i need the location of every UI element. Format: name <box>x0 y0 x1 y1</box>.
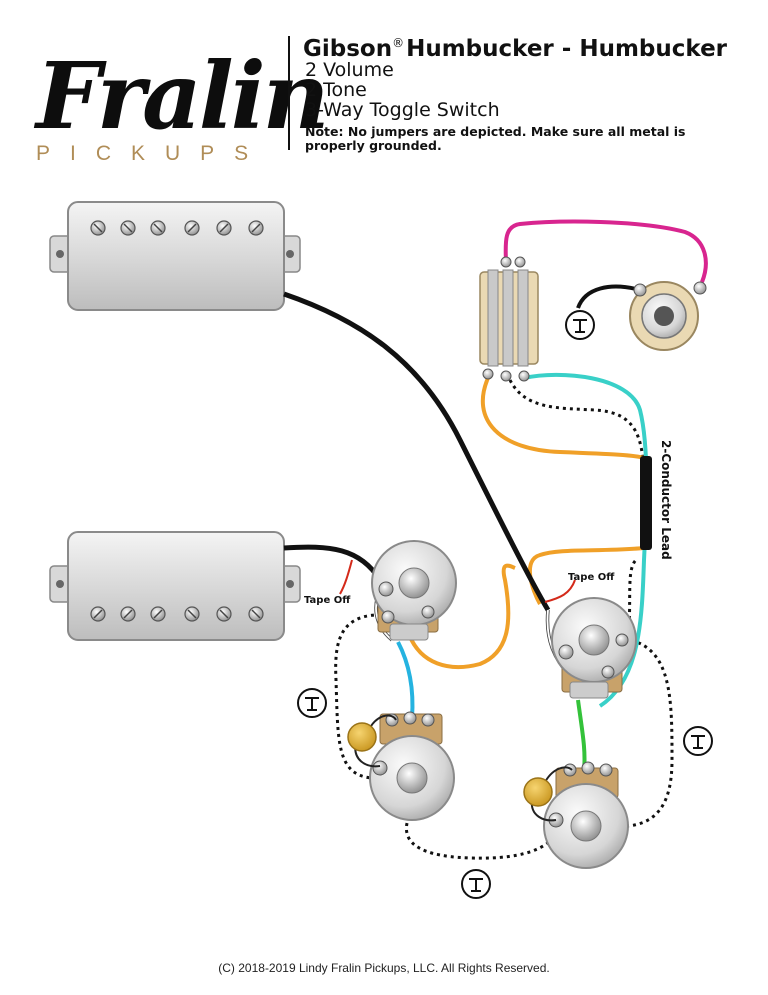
lead-label: 2-Conductor Lead <box>659 440 673 560</box>
ground-icon-bottom <box>461 869 491 899</box>
registered-mark: ® <box>392 36 404 50</box>
ground-wire-neck-tone-to-bridge-tone <box>404 809 562 860</box>
spec-line-volume: 2 Volume <box>305 59 394 81</box>
capacitor-icon-neck <box>347 714 397 768</box>
logo-sub: PICKUPS <box>36 142 268 165</box>
output-jack-icon <box>629 281 707 351</box>
toggle-switch-icon <box>479 256 539 382</box>
neck-humbucker <box>49 201 301 311</box>
ground-wires <box>334 379 674 860</box>
tape-off-label-bridge: Tape Off <box>568 572 615 583</box>
blue-wire <box>396 641 415 719</box>
title-config: Humbucker - Humbucker <box>406 36 728 62</box>
note-line-1: Note: No jumpers are depicted. Make sure… <box>305 124 686 139</box>
title-brand: Gibson <box>303 36 392 62</box>
pot-icon-bridge-tone <box>543 761 629 869</box>
spec-line-switch: 3-Way Toggle Switch <box>305 99 500 121</box>
jack-ground-wire <box>576 284 641 309</box>
spec-line-tone: 2 Tone <box>305 79 367 101</box>
svg-text:Gibson®Humbucker - Humbucker: Gibson®Humbucker - Humbucker <box>303 36 728 62</box>
pot-icon-bridge-volume <box>551 597 637 699</box>
capacitor-icon-bridge <box>523 766 573 822</box>
orange-wire-switch-to-lead <box>480 377 645 460</box>
pot-icon-neck-volume <box>371 540 457 641</box>
logo-brand: Fralin <box>33 42 327 150</box>
header-title: Gibson®Humbucker - Humbucker <box>303 36 728 62</box>
two-conductor-lead <box>640 456 652 550</box>
green-wire <box>576 699 587 771</box>
neck-pickup-lead-wire <box>283 291 551 612</box>
red-wire-tape-off-neck <box>339 559 353 595</box>
tape-off-label-neck: Tape Off <box>304 595 351 606</box>
copyright: (C) 2018-2019 Lindy Fralin Pickups, LLC.… <box>218 961 550 975</box>
ground-wire-bridge-volume-up <box>626 558 638 641</box>
ground-icon-right <box>683 726 713 756</box>
ground-wire-neck-volume-to-tone <box>334 613 389 780</box>
orange-wire-neck-volume <box>406 563 516 669</box>
ground-wire-switch-to-lead <box>508 379 645 461</box>
logo: Fralin PICKUPS <box>33 42 330 165</box>
ground-wire-bridge-tone-to-bridge-volume <box>611 638 674 828</box>
pot-icon-neck-tone <box>369 711 455 821</box>
bridge-humbucker <box>49 531 301 641</box>
note-line-2: properly grounded. <box>305 138 442 153</box>
ground-icon-left <box>297 688 327 718</box>
magenta-wire <box>503 219 708 283</box>
ground-icon-jack <box>565 310 595 340</box>
red-wire-tape-off-bridge <box>544 579 576 603</box>
